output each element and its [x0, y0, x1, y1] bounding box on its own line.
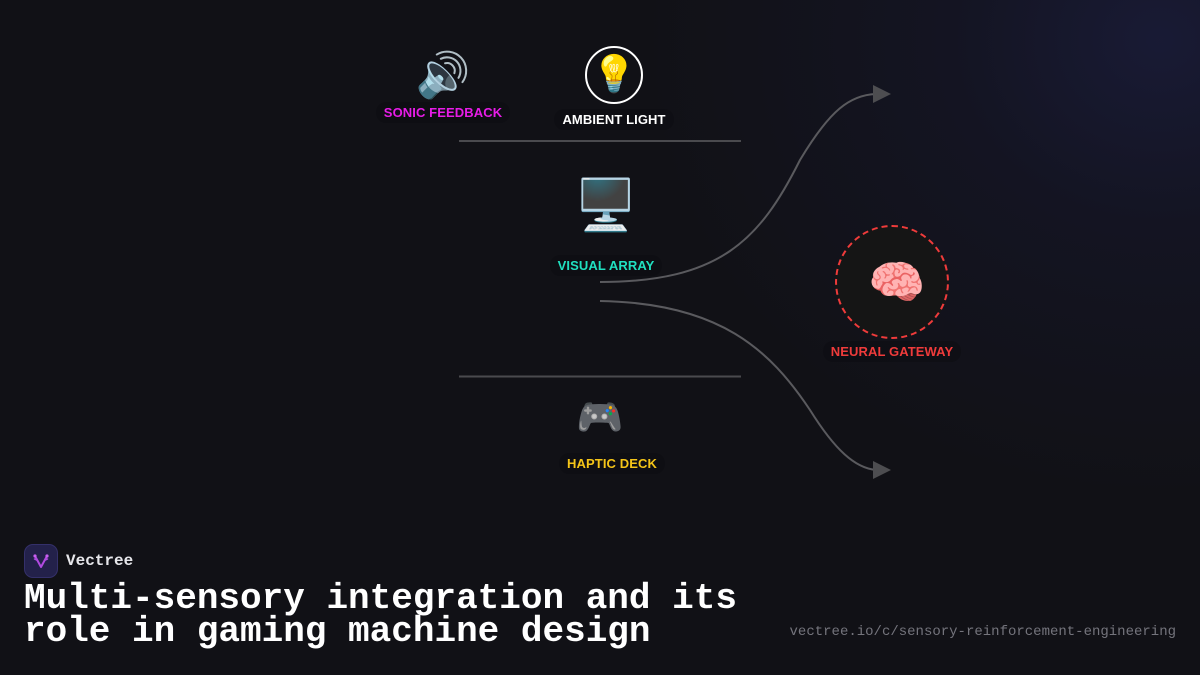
node-label-visual-array: VISUAL ARRAY	[549, 255, 663, 276]
node-ambient-light[interactable]: 💡 AMBIENT LIGHT	[544, 46, 684, 130]
brand[interactable]: Vectree	[24, 544, 133, 578]
edge-visual-to-bottom	[599, 300, 877, 471]
ambient-light-ring: 💡	[585, 46, 643, 104]
speaker-icon: 🔊	[415, 50, 471, 101]
brand-name: Vectree	[66, 552, 134, 570]
node-neural-gateway[interactable]: 🧠 NEURAL GATEWAY	[812, 225, 972, 362]
arrowhead-top-icon	[873, 85, 891, 103]
page-title: Multi-sensory integration and its role i…	[24, 581, 737, 650]
node-haptic-deck[interactable]: 🎮 HAPTIC DECK	[542, 398, 682, 474]
node-label-sonic-feedback: SONIC FEEDBACK	[375, 102, 511, 123]
lightbulb-icon: 💡	[591, 54, 637, 95]
source-url[interactable]: vectree.io/c/sensory-reinforcement-engin…	[789, 624, 1176, 640]
neural-gateway-ring: 🧠	[835, 225, 949, 339]
node-label-ambient-light: AMBIENT LIGHT	[554, 109, 674, 130]
node-label-haptic-deck: HAPTIC DECK	[559, 453, 665, 474]
node-visual-array[interactable]: 🖥️ VISUAL ARRAY	[536, 180, 676, 276]
title-line-1: Multi-sensory integration and its	[24, 578, 737, 619]
vectree-logo-icon	[24, 544, 58, 578]
desktop-computer-icon: 🖥️	[574, 176, 638, 234]
title-line-2: role in gaming machine design	[24, 611, 651, 652]
edge-visual-to-top	[599, 93, 877, 283]
node-label-neural-gateway: NEURAL GATEWAY	[822, 341, 962, 362]
brain-icon: 🧠	[868, 255, 926, 309]
node-sonic-feedback[interactable]: 🔊 SONIC FEEDBACK	[373, 54, 513, 123]
arrowhead-bottom-icon	[873, 461, 891, 479]
gamepad-icon: 🎮	[576, 395, 624, 439]
